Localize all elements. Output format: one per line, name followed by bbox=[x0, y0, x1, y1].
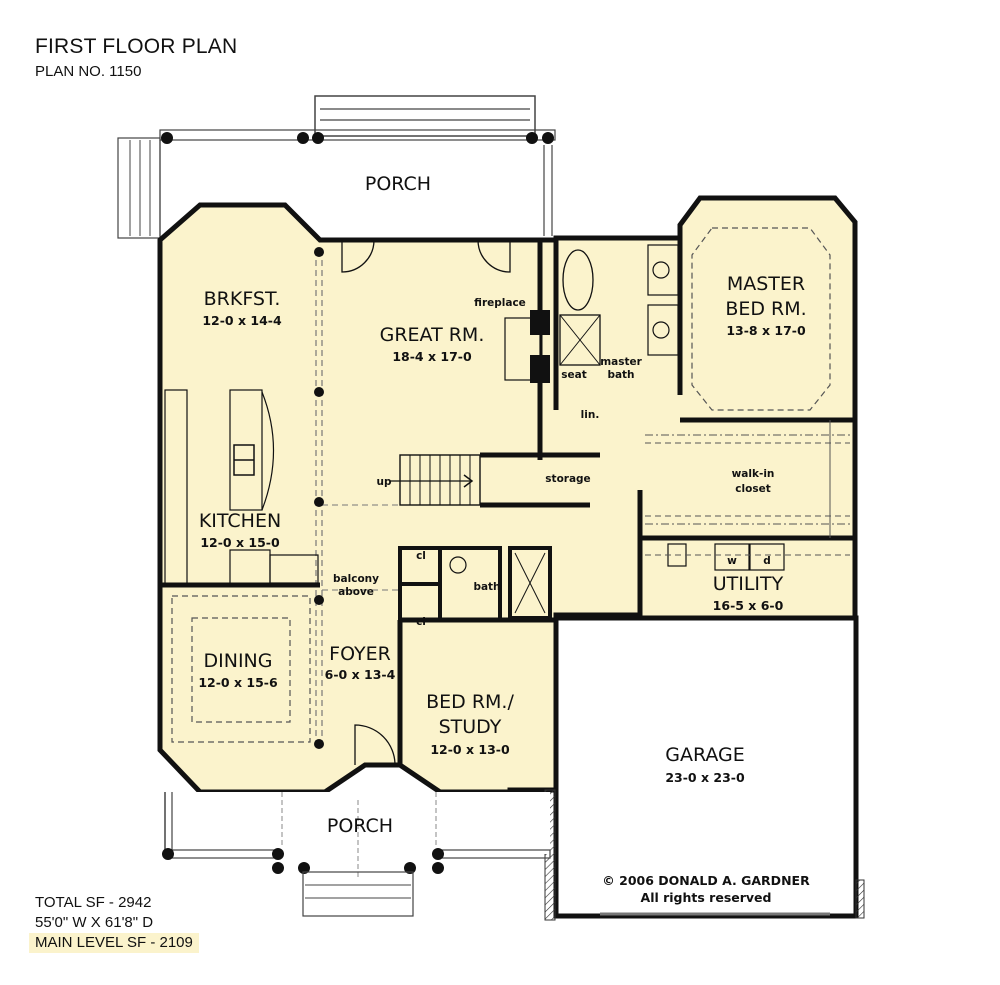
bath-label: bath bbox=[473, 581, 500, 593]
closet-label-1: cl bbox=[416, 550, 426, 562]
great-rm-label: GREAT RM. bbox=[380, 324, 485, 346]
total-sf: TOTAL SF - 2942 bbox=[35, 894, 152, 911]
foyer-label: FOYER bbox=[329, 643, 391, 665]
stair-up-label: up bbox=[377, 476, 392, 488]
master-bed-label-1: MASTER bbox=[727, 273, 805, 295]
storage-label: storage bbox=[545, 473, 590, 485]
great-rm-size: 18-4 x 17-0 bbox=[392, 349, 472, 364]
master-bath-label-1: master bbox=[600, 356, 642, 368]
overall-dimensions: 55'0" W X 61'8" D bbox=[35, 914, 154, 931]
porch-front-label: PORCH bbox=[327, 815, 393, 837]
brkfst-size: 12-0 x 14-4 bbox=[202, 313, 282, 328]
plan-number: PLAN NO. 1150 bbox=[35, 63, 142, 80]
closet-label-2: cl bbox=[416, 616, 426, 628]
utility-label: UTILITY bbox=[713, 573, 784, 595]
garage-size: 23-0 x 23-0 bbox=[665, 770, 745, 785]
washer-label: w bbox=[727, 555, 737, 567]
seat-label: seat bbox=[561, 369, 586, 381]
brkfst-label: BRKFST. bbox=[204, 288, 281, 310]
bed-study-label-1: BED RM./ bbox=[426, 691, 514, 713]
porch-rear-label: PORCH bbox=[365, 173, 431, 195]
dining-label: DINING bbox=[204, 650, 273, 672]
bed-study-label-2: STUDY bbox=[439, 716, 502, 738]
walk-in-closet-label-1: walk-in bbox=[732, 468, 775, 480]
rear-porch bbox=[117, 95, 556, 239]
dryer-label: d bbox=[763, 555, 771, 567]
plan-stats: TOTAL SF - 2942 55'0" W X 61'8" D MAIN L… bbox=[29, 893, 199, 953]
utility-size: 16-5 x 6-0 bbox=[713, 598, 784, 613]
kitchen-label: KITCHEN bbox=[199, 510, 281, 532]
kitchen-size: 12-0 x 15-0 bbox=[200, 535, 280, 550]
plan-title: FIRST FLOOR PLAN bbox=[35, 35, 238, 58]
linen-label: lin. bbox=[581, 409, 600, 421]
master-bed-label-2: BED RM. bbox=[725, 298, 806, 320]
dining-size: 12-0 x 15-6 bbox=[198, 675, 278, 690]
fireplace-label: fireplace bbox=[474, 297, 526, 309]
balcony-label-1: balcony bbox=[333, 573, 379, 585]
foyer-size: 6-0 x 13-4 bbox=[325, 667, 396, 682]
copyright-line-2: All rights reserved bbox=[641, 890, 772, 905]
front-porch bbox=[162, 792, 551, 917]
interior-walls bbox=[160, 227, 855, 766]
bed-study-size: 12-0 x 13-0 bbox=[430, 742, 510, 757]
walk-in-closet-label-2: closet bbox=[735, 483, 770, 495]
columns bbox=[314, 247, 324, 749]
master-bed-size: 13-8 x 17-0 bbox=[726, 323, 806, 338]
master-bath-label-2: bath bbox=[607, 369, 634, 381]
balcony-label-2: above bbox=[338, 586, 374, 598]
copyright-line-1: © 2006 DONALD A. GARDNER bbox=[602, 873, 810, 888]
main-level-sf: MAIN LEVEL SF - 2109 bbox=[29, 933, 199, 953]
garage-label: GARAGE bbox=[665, 744, 745, 766]
